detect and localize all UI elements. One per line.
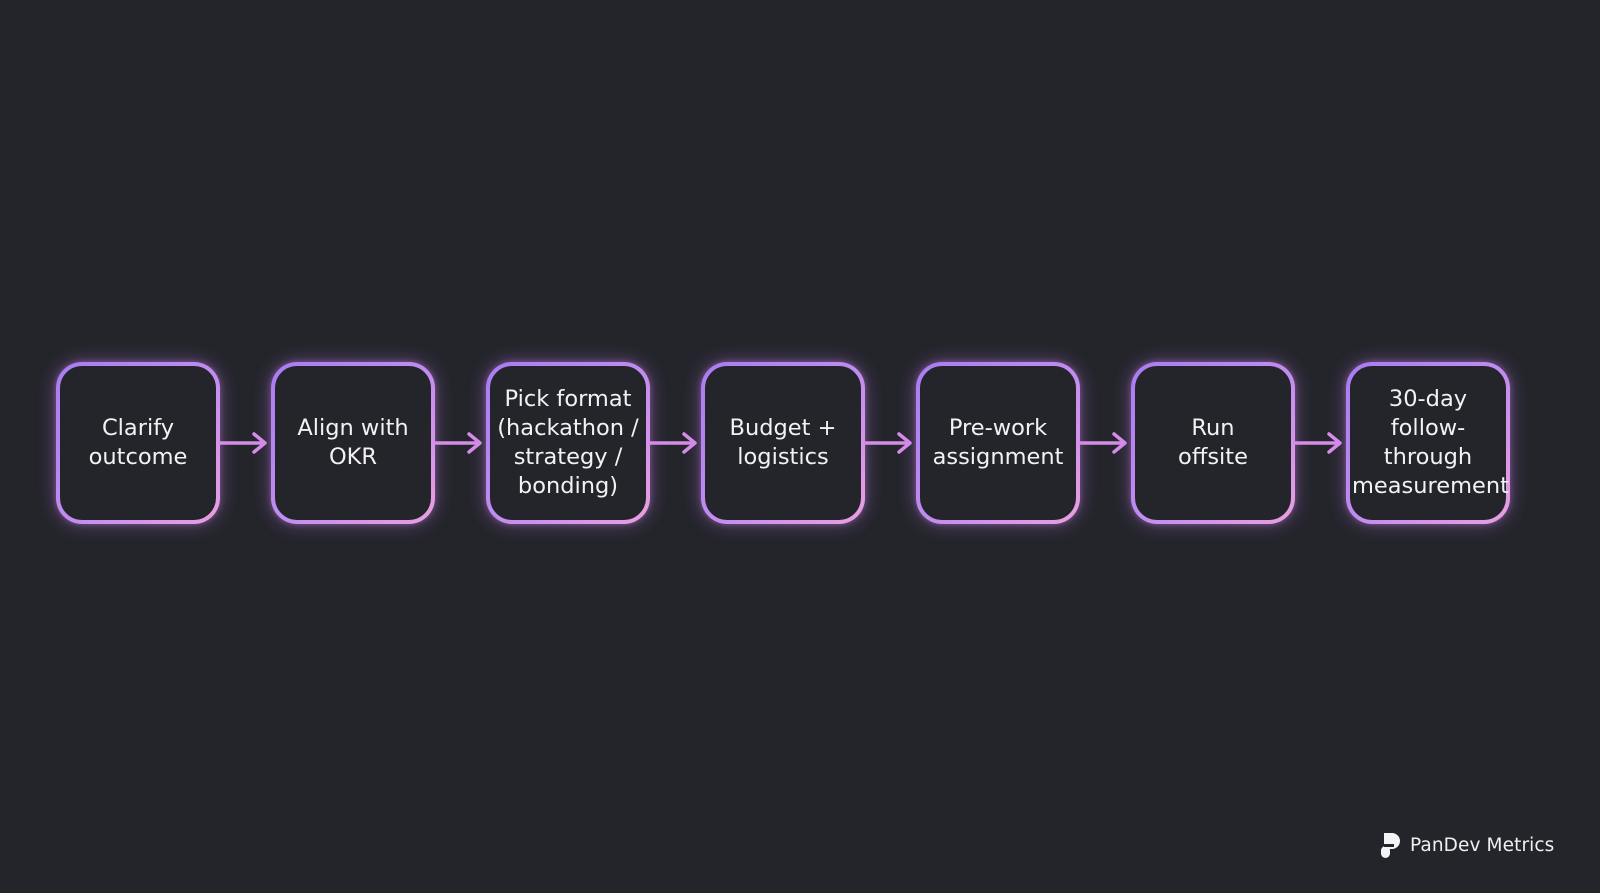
- arrow-right-icon: [863, 432, 912, 454]
- process-flow: Clarify outcome Align with OKR Pick form…: [56, 362, 1546, 530]
- brand-name: PanDev Metrics: [1410, 834, 1555, 856]
- step-budget-logistics: Budget + logistics: [701, 362, 865, 524]
- step-label: Align with OKR: [297, 415, 409, 470]
- step-run-offsite: Run offsite: [1131, 362, 1295, 524]
- step-clarify-outcome: Clarify outcome: [56, 362, 220, 524]
- arrow-right-icon: [433, 432, 482, 454]
- arrow-right-icon: [218, 432, 267, 454]
- step-follow-through-measurement: 30-day follow- through measurement: [1346, 362, 1510, 524]
- step-label: Pick format (hackathon / strategy / bond…: [497, 386, 639, 499]
- step-label: 30-day follow- through measurement: [1352, 386, 1509, 499]
- brand-watermark: PanDev Metrics: [1380, 830, 1554, 860]
- arrow-right-icon: [1078, 432, 1127, 454]
- step-pre-work-assignment: Pre-work assignment: [916, 362, 1080, 524]
- step-label: Clarify outcome: [88, 415, 188, 470]
- arrow-right-icon: [648, 432, 697, 454]
- step-align-okr: Align with OKR: [271, 362, 435, 524]
- step-pick-format: Pick format (hackathon / strategy / bond…: [486, 362, 650, 524]
- step-label: Pre-work assignment: [932, 415, 1064, 470]
- pandev-logo-icon: [1381, 833, 1400, 858]
- arrow-right-icon: [1293, 432, 1342, 454]
- step-label: Run offsite: [1178, 415, 1248, 470]
- step-label: Budget + logistics: [729, 415, 837, 470]
